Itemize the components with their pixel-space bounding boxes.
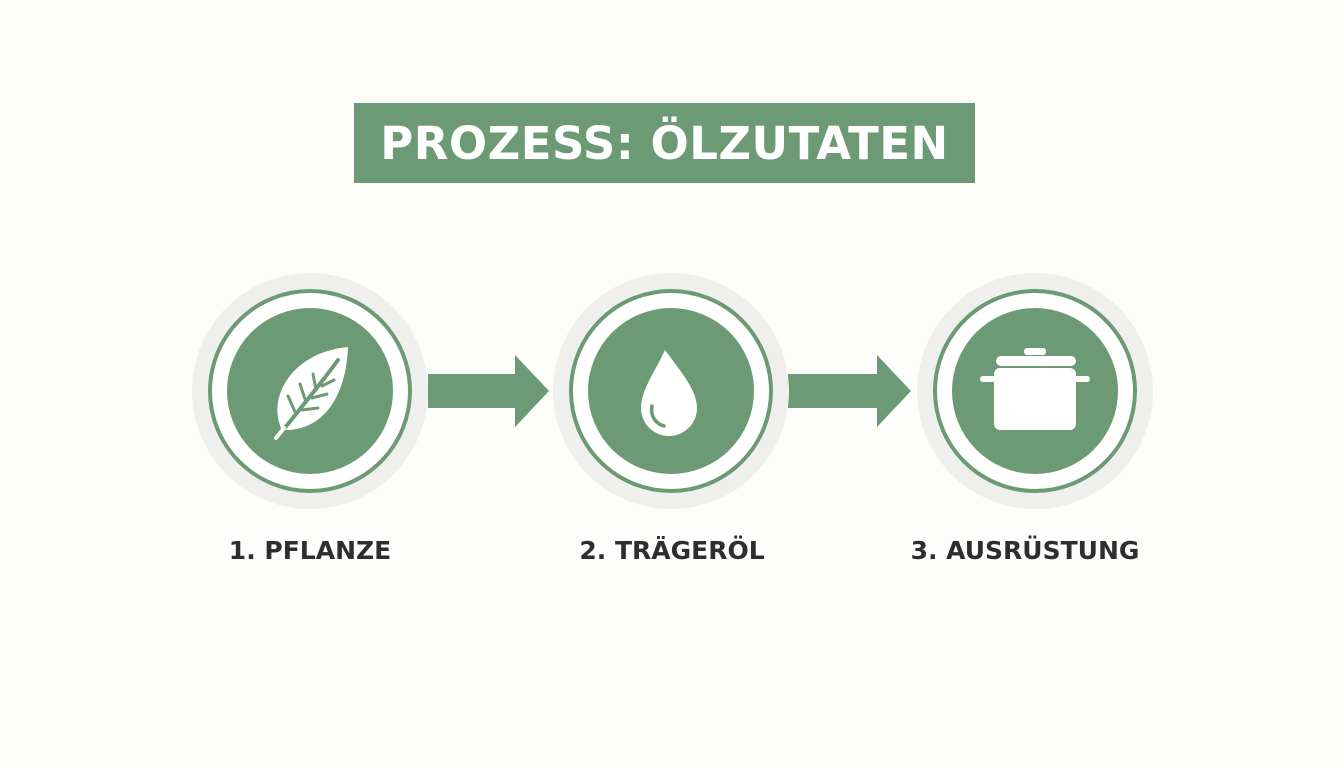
page-title: PROZESS: ÖLZUTATEN: [380, 116, 949, 170]
title-banner: PROZESS: ÖLZUTATEN: [354, 103, 975, 183]
step-2-circle: [553, 273, 789, 509]
step-label-1: 1. PFLANZE: [228, 536, 392, 565]
step-label-3: 3. AUSRÜSTUNG: [910, 536, 1140, 565]
leaf-icon: [274, 347, 348, 440]
step-label-2: 2. TRÄGERÖL: [579, 536, 765, 565]
pot-icon: [980, 348, 1090, 430]
arrow-2-to-3: [788, 355, 911, 427]
step-1-circle: [192, 273, 428, 509]
step-3-circle: [917, 273, 1153, 509]
drop-icon: [641, 350, 697, 436]
arrow-1-to-2: [428, 355, 549, 427]
